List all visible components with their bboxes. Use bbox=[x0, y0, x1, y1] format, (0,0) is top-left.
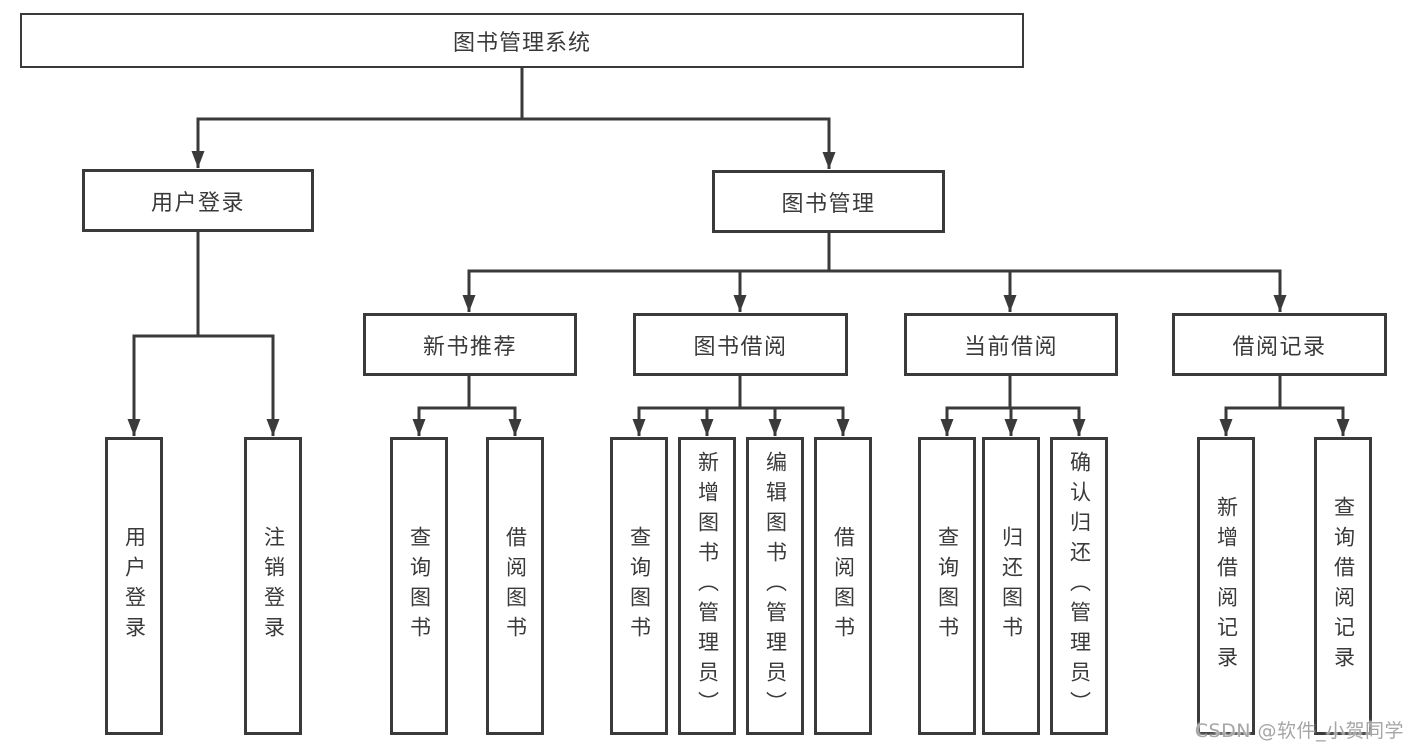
node-label: 查询借阅记录 bbox=[1331, 496, 1356, 676]
node-label: 用户登录 bbox=[150, 190, 245, 216]
node-new-book-recommend: 新书推荐 bbox=[363, 313, 577, 376]
leaf-borrow-books-recommend: 借阅图书 bbox=[486, 437, 544, 735]
node-label: 图书管理系统 bbox=[452, 30, 591, 56]
leaf-confirm-return-admin: 确认归还（管理员） bbox=[1050, 437, 1108, 735]
node-label: 新书推荐 bbox=[422, 334, 517, 360]
node-label: 编辑图书（管理员） bbox=[763, 451, 788, 721]
node-book-management: 图书管理 bbox=[712, 170, 945, 233]
node-label: 图书借阅 bbox=[693, 334, 788, 360]
node-label: 借阅图书 bbox=[831, 526, 856, 646]
node-label: 查询图书 bbox=[407, 526, 432, 646]
leaf-return-books: 归还图书 bbox=[982, 437, 1040, 735]
leaf-query-books-recommend: 查询图书 bbox=[390, 437, 448, 735]
node-current-borrowing: 当前借阅 bbox=[904, 313, 1118, 376]
leaf-add-borrow-record: 新增借阅记录 bbox=[1197, 437, 1255, 735]
leaf-query-books-borrowing: 查询图书 bbox=[610, 437, 668, 735]
node-label: 新增图书（管理员） bbox=[695, 451, 720, 721]
leaf-add-book-admin: 新增图书（管理员） bbox=[678, 437, 736, 735]
leaf-logout-login: 注销登录 bbox=[244, 437, 302, 735]
node-label: 归还图书 bbox=[999, 526, 1024, 646]
leaf-query-books-current: 查询图书 bbox=[918, 437, 976, 735]
leaf-query-borrow-record: 查询借阅记录 bbox=[1314, 437, 1372, 735]
node-label: 确认归还（管理员） bbox=[1067, 451, 1092, 721]
node-library-management-system: 图书管理系统 bbox=[20, 13, 1024, 68]
leaf-borrow-books-borrowing: 借阅图书 bbox=[814, 437, 872, 735]
node-label: 用户登录 bbox=[122, 526, 147, 646]
node-borrowing-records: 借阅记录 bbox=[1172, 313, 1387, 376]
csdn-watermark: CSDN @软件_小贺同学 bbox=[1194, 720, 1404, 742]
leaf-user-login: 用户登录 bbox=[105, 437, 163, 735]
node-label: 新增借阅记录 bbox=[1214, 496, 1239, 676]
node-label: 当前借阅 bbox=[963, 334, 1058, 360]
node-book-borrowing: 图书借阅 bbox=[633, 313, 848, 376]
leaf-edit-book-admin: 编辑图书（管理员） bbox=[746, 437, 804, 735]
node-label: 借阅记录 bbox=[1232, 334, 1327, 360]
node-label: 图书管理 bbox=[781, 191, 876, 217]
node-label: 查询图书 bbox=[935, 526, 960, 646]
node-label: 查询图书 bbox=[627, 526, 652, 646]
node-user-login: 用户登录 bbox=[82, 169, 314, 232]
node-label: 注销登录 bbox=[261, 526, 286, 646]
node-label: 借阅图书 bbox=[503, 526, 528, 646]
